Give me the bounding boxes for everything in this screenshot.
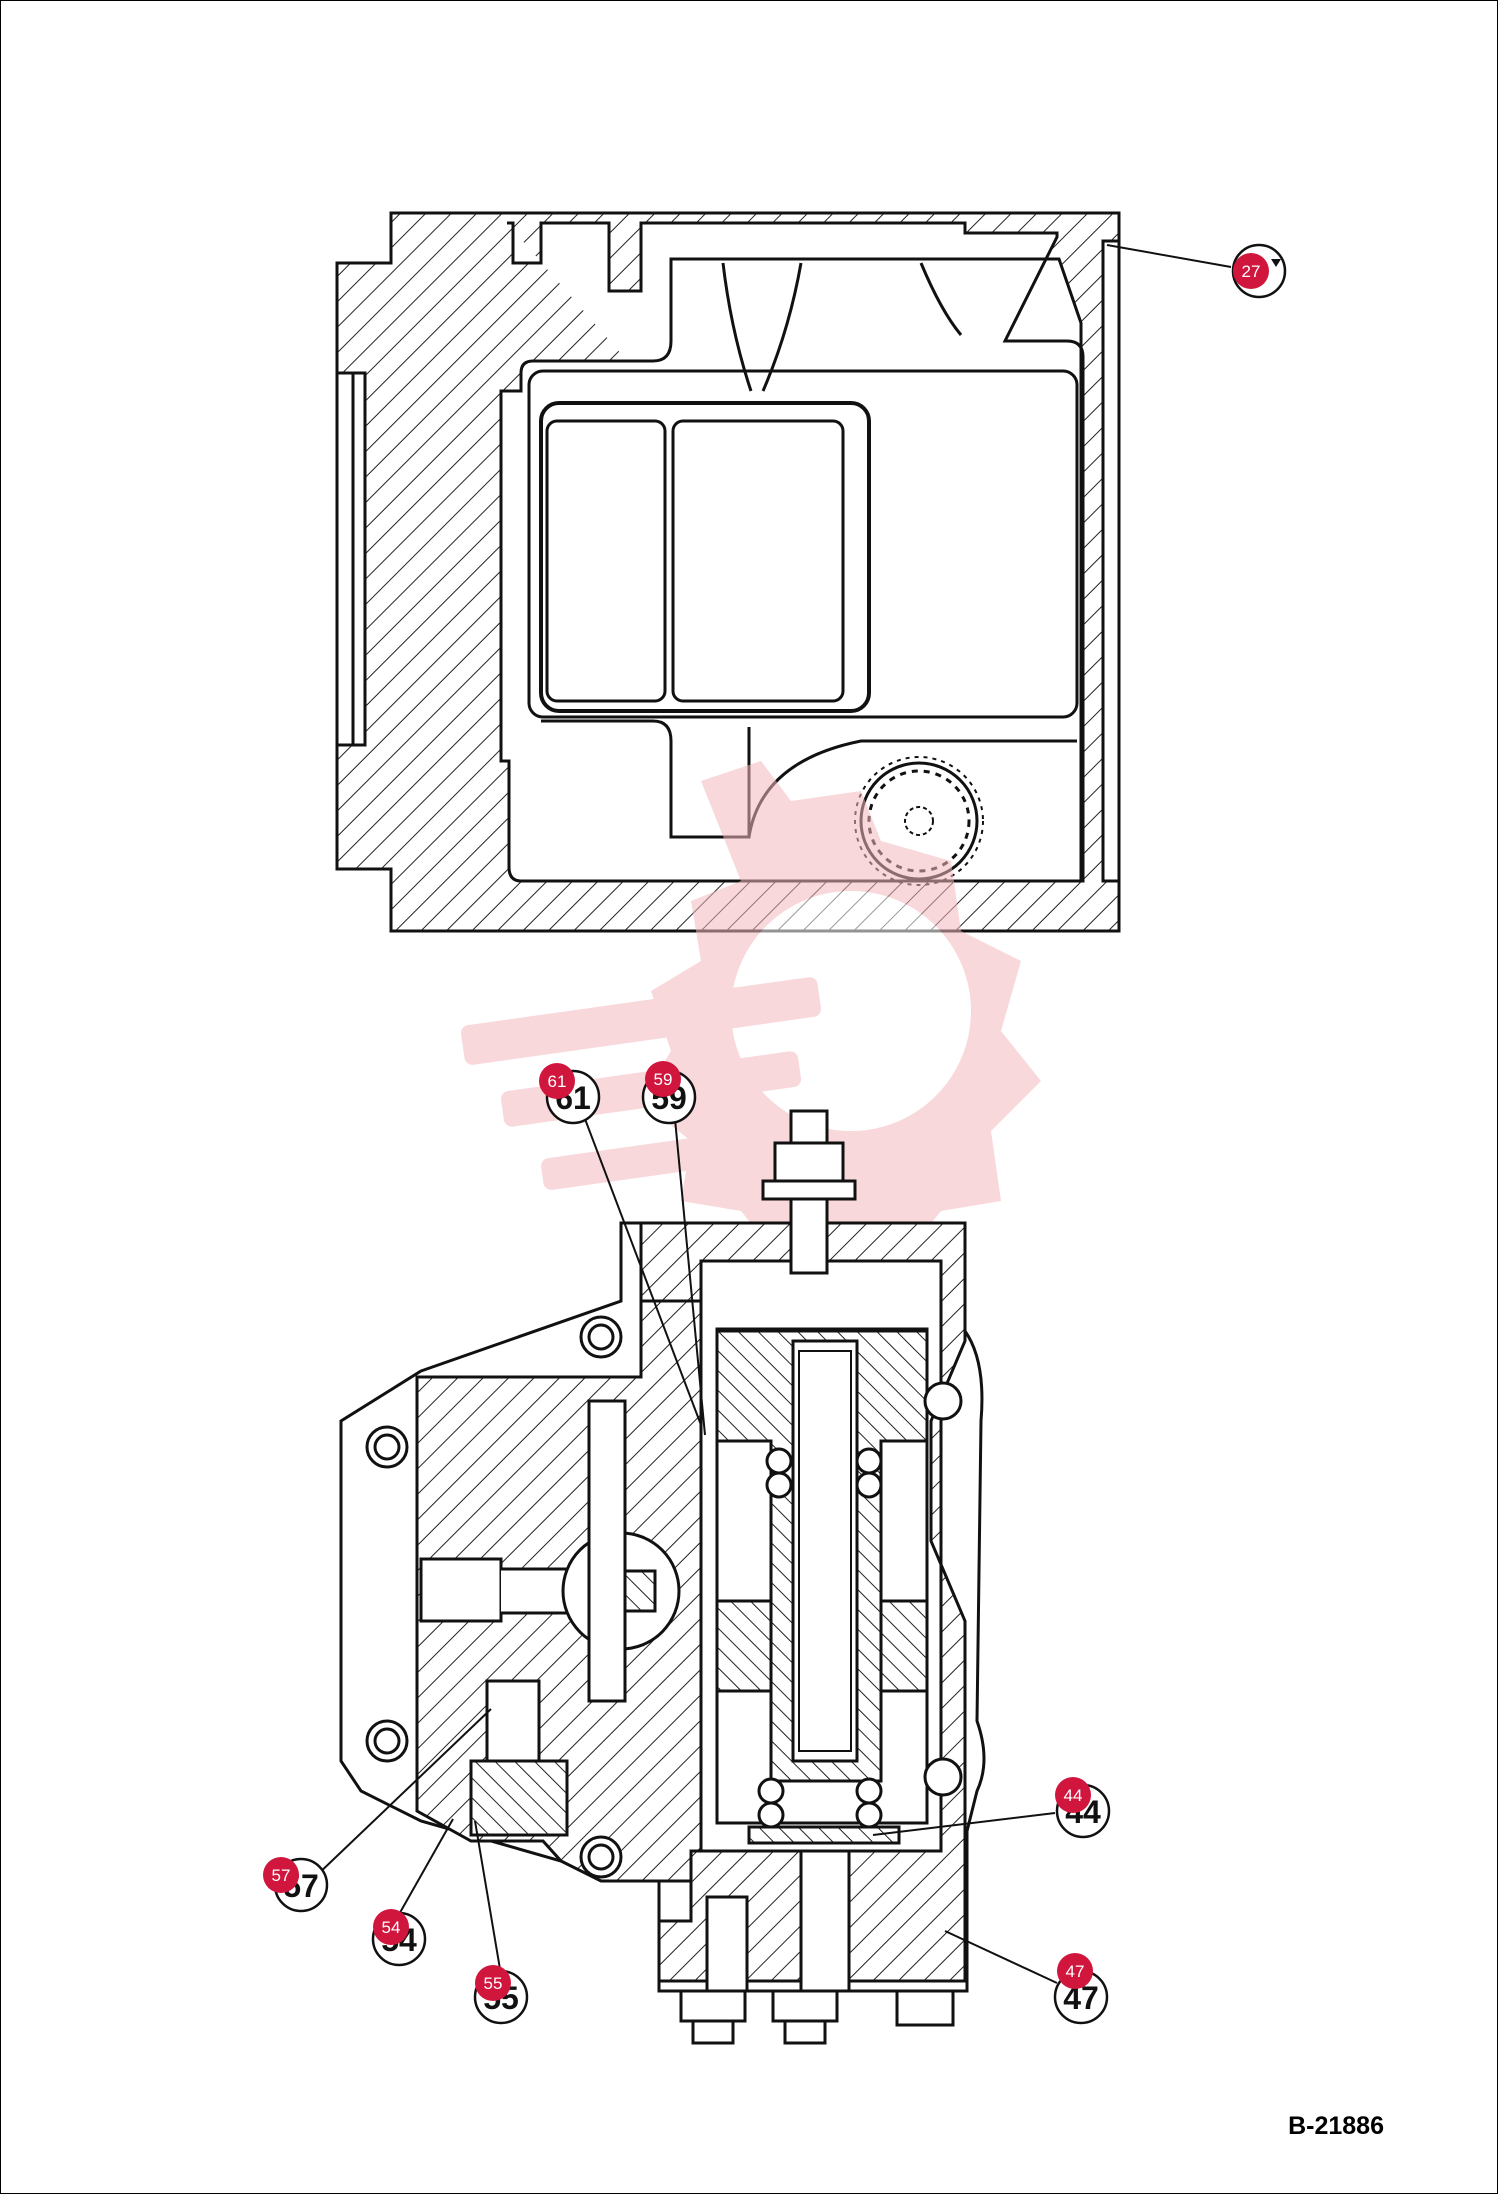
- leader-54: [392, 1818, 454, 1926]
- figure-reference: B-21886: [1288, 2112, 1384, 2140]
- callout-47[interactable]: 47 47: [1053, 1953, 1109, 2025]
- callout-badge-label: 47: [1066, 1962, 1085, 1981]
- upper-housing: [335, 211, 1121, 933]
- check-valve-bore: [485, 1679, 541, 1769]
- callout-badge-label: 27: [1242, 262, 1261, 281]
- callout-badge: [475, 1965, 511, 2001]
- arrow-icon: [1271, 259, 1281, 267]
- leader-47: [944, 1930, 1058, 1984]
- adjusting-screw: [789, 1109, 829, 1145]
- cap-bolt-left: [679, 1989, 747, 2023]
- callout-badge: [1055, 1777, 1091, 1813]
- leader-27: [1106, 244, 1232, 268]
- vertical-pin: [587, 1399, 627, 1703]
- callout-badge-label: 59: [654, 1070, 673, 1089]
- callout-badge-label: 55: [484, 1974, 503, 1993]
- callout-badge-label: 57: [272, 1866, 291, 1885]
- housing-window-left-pane: [545, 419, 667, 703]
- callout-badge: [373, 1909, 409, 1945]
- callout-badge-label: 61: [548, 1072, 567, 1091]
- callout-badge: [1233, 253, 1269, 289]
- cap-bolt-right: [771, 1989, 839, 2023]
- left-flange-groove: [335, 371, 367, 747]
- mounting-bolts: [365, 1315, 963, 1879]
- leader-57: [314, 1708, 492, 1878]
- leader-59: [674, 1118, 706, 1436]
- lower-valve-assembly: [339, 1109, 986, 2045]
- callout-badge-label: 54: [382, 1918, 401, 1937]
- leader-61: [584, 1118, 702, 1426]
- callout-badge: [645, 1061, 681, 1097]
- callout-badge: [539, 1063, 575, 1099]
- housing-window-right-pane: [671, 419, 845, 703]
- callout-54[interactable]: 54 54: [371, 1909, 427, 1967]
- pilot-port: [419, 1557, 503, 1623]
- spring-lower: [757, 1777, 883, 1829]
- callout-27[interactable]: 27: [1231, 243, 1287, 299]
- gear-wrench-logo-icon: [461, 761, 1041, 1261]
- callout-59[interactable]: 59 59: [641, 1061, 697, 1125]
- leader-55: [474, 1820, 502, 1976]
- spring-upper: [765, 1447, 883, 1499]
- callout-57[interactable]: 57 57: [263, 1857, 329, 1913]
- callout-badge: [1057, 1953, 1093, 1989]
- spring-seat: [747, 1825, 901, 1845]
- callout-badge: [263, 1857, 299, 1893]
- leader-lines: [314, 244, 1232, 1984]
- right-flange-groove: [1101, 239, 1121, 883]
- callout-55[interactable]: 55 55: [473, 1965, 529, 2025]
- callout-61[interactable]: 61 61: [539, 1063, 601, 1125]
- callout-44[interactable]: 44 44: [1055, 1777, 1111, 1839]
- leader-44: [872, 1812, 1056, 1836]
- callout-badge-label: 44: [1064, 1786, 1083, 1805]
